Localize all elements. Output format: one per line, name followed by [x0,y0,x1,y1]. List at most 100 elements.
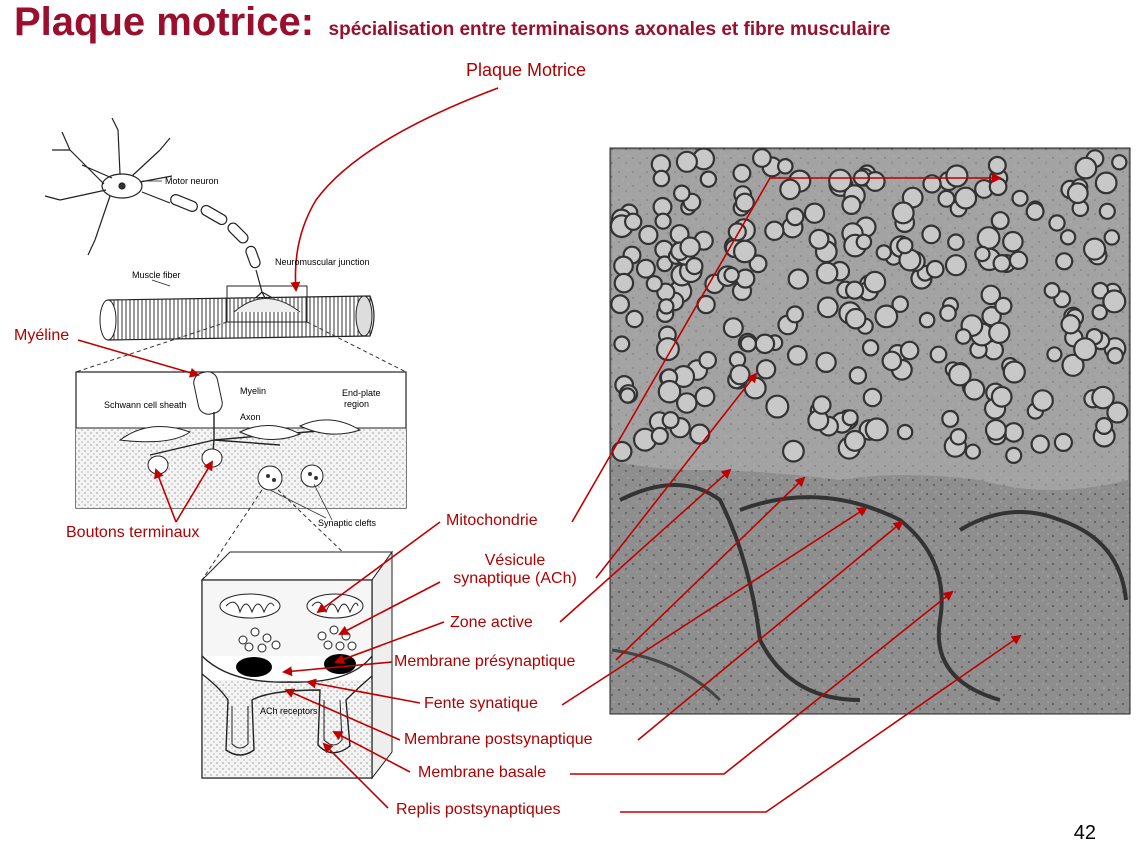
micrograph-vesicle [779,178,801,201]
label-plaque-motrice: Plaque Motrice [466,60,587,80]
micrograph-vesicle [1091,304,1108,321]
micrograph-vesicle [891,201,915,225]
label-end-plate-2: region [344,399,370,409]
micrograph-vesicle [675,392,698,414]
label-vesicule-line2: synaptique (ACh) [453,570,577,587]
micrograph-vesicle [1106,347,1124,365]
label-vesicule-line1: Vésicule [484,552,546,569]
micrograph-vesicle [988,321,1011,344]
micrograph-vesicle [921,224,942,245]
label-membrane-postsynaptique: Membrane postsynaptique [404,731,593,748]
micrograph-vesicle [1055,252,1074,271]
micrograph-vesicle [988,177,1008,197]
micrograph-vesicle [732,239,757,264]
micrograph-vesicle [699,170,718,188]
micrograph-vesicle [672,184,691,203]
micrograph-vesicle [947,233,965,251]
micrograph-vesicle [1111,154,1128,171]
micrograph-vesicle [815,351,837,373]
label-fente-synaptique: Fente synatique [424,695,538,712]
arrow-basale-left [332,731,411,773]
micrograph-vesicle [875,244,893,261]
micrograph-vesicle [785,207,805,227]
micrograph-vesicle [785,305,804,324]
micrograph-vesicle [656,255,674,273]
micrograph-vesicle [722,317,744,339]
micrograph-vesicle [941,409,960,428]
micrograph-vesicle [863,270,887,294]
micrograph-vesicle [1002,230,1024,253]
label-mitochondrie: Mitochondrie [446,512,538,529]
arrow-mitochondrie-right [571,173,1002,523]
micrograph-vesicle [1102,289,1127,314]
micrograph-vesicle [661,411,680,430]
micrograph-vesicle [748,254,768,274]
micrograph-vesicle [610,294,630,315]
micrograph-vesicle [844,280,865,300]
label-motor-neuron: Motor neuron [165,176,219,186]
label-membrane-presynaptique: Membrane présynaptique [394,653,576,670]
micrograph-vesicle [987,155,1007,175]
micrograph-vesicle [732,163,752,183]
micrograph-vesicle [689,423,711,445]
title-main: Plaque motrice: [14,0,315,44]
micrograph-vesicle [881,350,903,372]
micrograph-vesicle [1095,417,1114,436]
label-muscle-fiber: Muscle fiber [132,270,181,280]
synapse-block-illustration [200,550,393,780]
micrograph-vesicle [685,257,704,276]
arrow-fente-left [306,678,421,704]
micrograph-vesicle [896,236,914,255]
micrograph-vesicle [899,340,920,361]
micrograph-vesicle [1005,446,1023,464]
title-subtitle: spécialisation entre terminaisons axonal… [328,19,891,40]
micrograph-vesicle [619,387,636,404]
micrograph-vesicle [1043,282,1061,299]
micrograph-vesicle [984,418,1007,441]
micrograph-vesicle [976,226,1001,250]
micrograph-vesicle [862,387,883,408]
micrograph-vesicle [765,394,790,419]
micrograph-vesicle [803,202,826,224]
micrograph-vesicle [698,350,717,370]
micrograph-vesicle [729,364,751,386]
micrograph-vesicle [848,366,868,385]
micrograph-vesicle [613,272,635,294]
micrograph-vesicle [723,266,740,284]
micrograph-vesicle [613,335,631,353]
arrow-postsynaptique-right [637,520,904,741]
arrow-zone-active-left [334,621,445,664]
micrograph-vesicle [1003,422,1024,443]
arrow-bouton-2 [175,460,214,523]
micrograph-vesicle [1011,189,1029,207]
label-schwann-cell-sheath: Schwann cell sheath [104,400,187,410]
arrow-replis-left [322,742,389,809]
micrograph-vesicle [764,220,785,241]
micrograph-vesicle [843,429,866,452]
arrow-postsynaptique-left [284,688,401,741]
micrograph-vesicle [990,211,1010,231]
micrograph-vesicle [855,233,873,251]
micrograph-vesicle [954,328,972,345]
arrow-presynaptique-right [615,476,806,661]
micrograph-vesicle [922,174,942,194]
micrograph-vesicle [945,164,969,188]
micrograph-vesicle [963,378,986,401]
micrograph-vesicle [1008,250,1029,270]
arrow-bouton-1 [154,468,177,523]
micrograph-vesicle [990,385,1013,408]
micrograph-vesicle [787,268,810,290]
slide-title: Plaque motrice: spécialisation entre ter… [14,0,890,45]
micrograph-vesicle [828,168,853,193]
micrograph-vesicle [645,275,663,293]
micrograph-vesicle [624,212,643,231]
micrograph-vesicle [1048,214,1066,232]
micrograph-vesicle [844,307,867,330]
label-zone-active: Zone active [450,614,533,631]
micrograph-vesicle [739,335,758,353]
arrow-myeline [77,339,200,378]
micrograph-vesicle [650,426,669,445]
micrograph-vesicle [679,236,701,258]
micrograph-vesicle [954,186,978,210]
